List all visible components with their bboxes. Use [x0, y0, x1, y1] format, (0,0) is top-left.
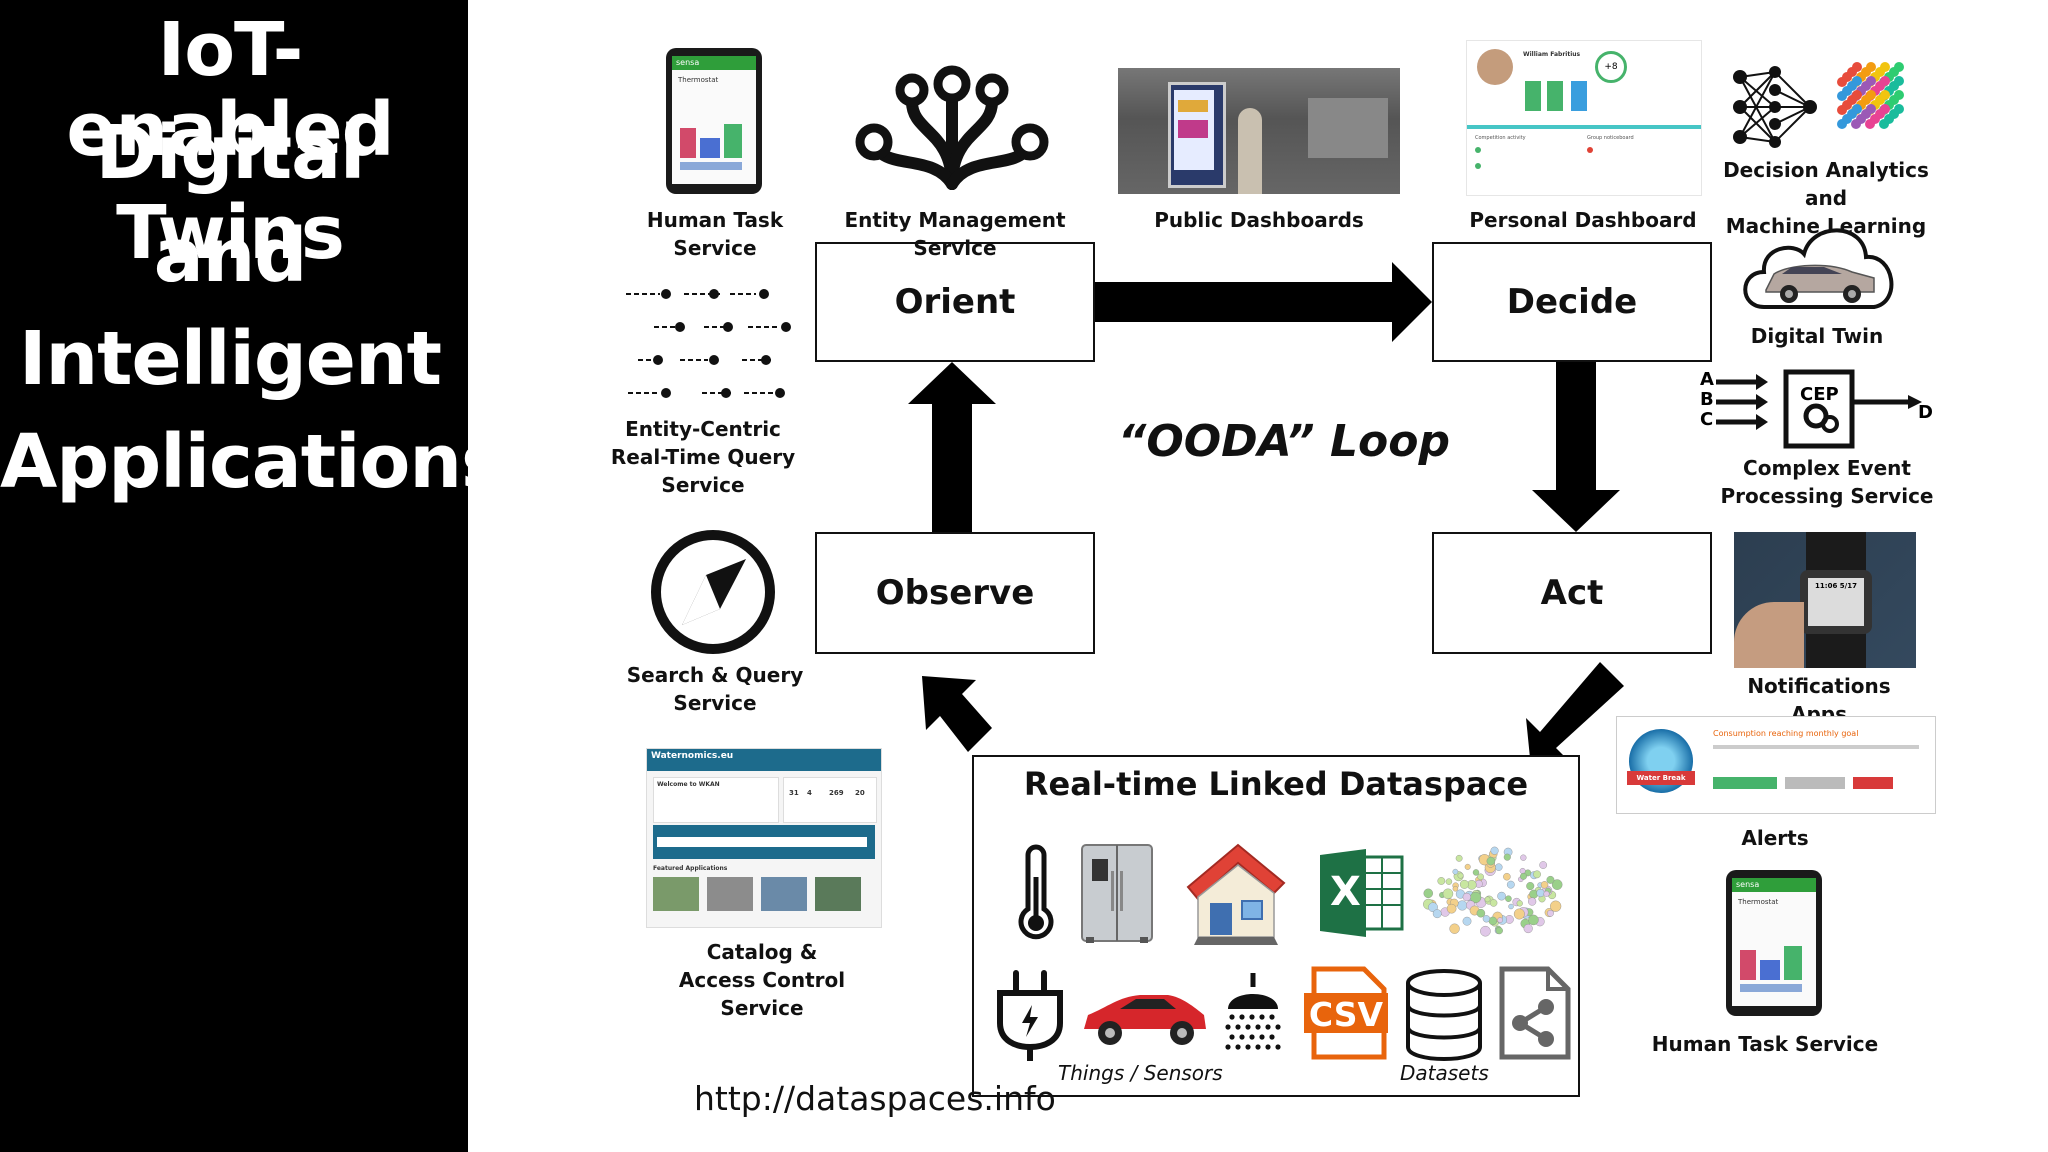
alert-screenshot: Water Break Consumption reaching monthly… [1616, 716, 1936, 814]
data-cube-icon [1837, 62, 1904, 129]
entity-query-icon [626, 289, 791, 398]
database-icon [1406, 969, 1482, 1061]
arrow-observe-orient [908, 362, 996, 532]
phone-thumbnail-1: sensa Thermostat [666, 48, 762, 194]
catalog-line-2: Access Control [678, 968, 846, 992]
cep-icon [1716, 369, 1922, 449]
things-sensors-label: Things / Sensors [1058, 1061, 1223, 1085]
cep-input-b: B [1700, 389, 1714, 410]
arrow-orient-decide [1095, 262, 1432, 342]
compass-icon [651, 530, 775, 654]
observe-box: Observe [815, 532, 1095, 654]
human-task-line-1: Human Task [646, 208, 784, 232]
public-dashboard-photo [1118, 68, 1400, 194]
phone-brand-2: sensa [1732, 878, 1816, 892]
dash-user-name: William Fabritius [1523, 51, 1581, 58]
excel-icon [1320, 849, 1404, 937]
entity-query-label: Entity-Centric Real-Time Query Service [596, 415, 810, 499]
cep-output-label: D [1918, 402, 1933, 423]
act-box: Act [1432, 532, 1712, 654]
linked-data-cloud-icon [1423, 846, 1563, 937]
shared-file-icon [1499, 966, 1571, 1060]
smartwatch-photo: 11:06 5/17 [1734, 532, 1916, 668]
catalog-line-1: Catalog & [706, 940, 818, 964]
car-icon-twin [1765, 264, 1875, 303]
alert-badge: Water Break [1627, 771, 1695, 785]
human-task-service-label-1: Human Task Service [620, 206, 810, 262]
house-icon [1186, 843, 1286, 945]
title-line-1: IoT-enabled [66, 7, 394, 173]
human-task-line-2: Service [673, 236, 757, 260]
analytics-label: Decision Analytics and Machine Learning [1700, 156, 1952, 240]
entity-management-label: Entity Management Service [844, 208, 1066, 260]
neural-network-icon [1733, 66, 1817, 148]
entity-query-line-1: Entity-Centric [625, 417, 781, 441]
phone-thumbnail-2: sensa Thermostat [1726, 870, 1822, 1016]
catalog-featured: Featured Applications [653, 865, 728, 872]
catalog-stat-2: 4 [807, 789, 812, 797]
title-line-5: Applications [0, 419, 505, 505]
title-sidebar: IoT-enabled Digital Twins and Intelligen… [0, 0, 505, 1152]
search-line-2: Service [673, 691, 757, 715]
digital-twin-cloud-icon [1743, 228, 1894, 309]
alerts-label: Alerts [1741, 826, 1809, 850]
cep-label: Complex Event Processing Service [1716, 454, 1938, 510]
cep-input-c: C [1700, 409, 1714, 430]
phone-title-2: Thermostat [1738, 898, 1779, 906]
thermometer-icon [1018, 844, 1054, 940]
public-dashboards-label: Public Dashboards [1154, 208, 1364, 232]
catalog-screenshot: Waternomics.eu Welcome to WKAN 31 4 269 … [646, 748, 882, 928]
cep-input-a: A [1700, 369, 1714, 390]
analytics-line-1: Decision Analytics and [1723, 158, 1929, 210]
arrow-dataspace-observe [922, 676, 992, 752]
digital-twin-label: Digital Twin [1750, 324, 1884, 348]
arrow-decide-act [1532, 362, 1620, 532]
fridge-icon [1081, 844, 1153, 943]
red-car-icon [1084, 995, 1206, 1045]
excel-letter: X [1330, 869, 1361, 915]
title-line-4: Intelligent [18, 316, 442, 402]
alert-text: Consumption reaching monthly goal [1713, 729, 1859, 738]
search-line-1: Search & Query [626, 663, 804, 687]
datasets-label: Datasets [1400, 1061, 1489, 1085]
ooda-loop-label: “OODA” Loop [1118, 416, 1450, 467]
entity-query-line-3: Service [661, 473, 745, 497]
dataspace-title: Real-time Linked Dataspace [1023, 765, 1529, 803]
search-query-label: Search & Query Service [610, 661, 820, 717]
csv-file-icon [1304, 966, 1388, 1060]
url-text[interactable]: http://dataspaces.info [694, 1079, 1056, 1118]
shower-icon [1225, 973, 1281, 1050]
catalog-stat-1: 31 [789, 789, 799, 797]
personal-dashboard-label: Personal Dashboard [1469, 208, 1697, 232]
watch-screen-text: 11:06 5/17 [1808, 578, 1864, 626]
cep-input-labels: A B C [1700, 370, 1714, 430]
orient-box: Orient [815, 242, 1095, 362]
catalog-label: Catalog & Access Control Service [664, 938, 860, 1022]
linked-dataspace-box: Real-time Linked Dataspace X [972, 755, 1580, 1097]
dash-score: +8 [1595, 51, 1627, 83]
notifications-label: Notifications Apps [1747, 674, 1891, 726]
catalog-stat-4: 20 [855, 789, 865, 797]
cep-line-1: Complex Event [1743, 456, 1911, 480]
phone-brand-1: sensa [672, 56, 756, 70]
plug-icon [997, 970, 1063, 1061]
title-line-2: Digital Twins [95, 110, 366, 276]
title-line-3: and [153, 213, 308, 299]
dash-section-1: Competition activity [1475, 135, 1526, 141]
cep-box-label: CEP [1800, 384, 1839, 405]
entity-query-line-2: Real-Time Query [610, 445, 796, 469]
human-task-service-label-2: Human Task Service [1651, 1032, 1879, 1056]
phone-title-1: Thermostat [678, 76, 719, 84]
decide-box: Decide [1432, 242, 1712, 362]
arrow-act-dataspace [1526, 662, 1624, 762]
catalog-line-3: Service [720, 996, 804, 1020]
catalog-brand: Waternomics.eu [647, 749, 881, 771]
personal-dashboard-screenshot: William Fabritius +8 Competition activit… [1466, 40, 1702, 196]
dash-section-2: Group noticeboard [1587, 135, 1634, 141]
csv-text: CSV [1308, 995, 1384, 1034]
catalog-welcome: Welcome to WKAN [657, 781, 720, 788]
cep-line-2: Processing Service [1720, 484, 1934, 508]
catalog-stat-3: 269 [829, 789, 844, 797]
entity-network-icon [855, 65, 1049, 190]
